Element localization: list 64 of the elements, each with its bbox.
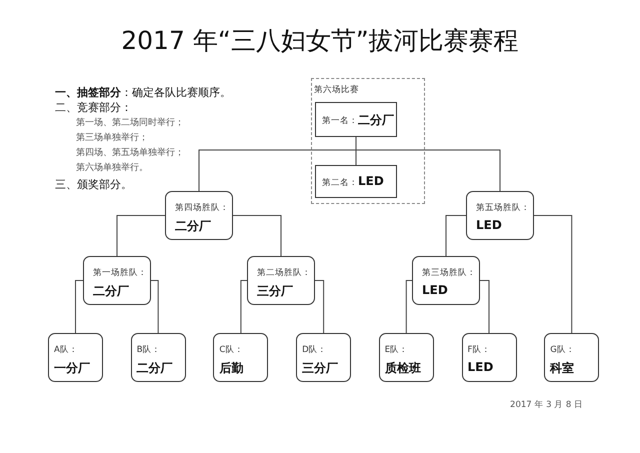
bracket-line <box>406 280 412 334</box>
team-box <box>296 333 352 382</box>
winner-box <box>83 256 151 305</box>
team-box <box>130 333 186 382</box>
team-label: F队： <box>468 344 490 356</box>
team-name: LED <box>468 360 494 374</box>
team-label: D队： <box>302 344 327 356</box>
team-name: LED <box>422 283 448 297</box>
ranking-box <box>315 102 397 137</box>
team-name: 质检班 <box>384 360 421 377</box>
team-box <box>213 333 268 382</box>
winner-label: 第三场胜队： <box>422 267 476 279</box>
team-name: 二分厂 <box>175 218 211 235</box>
team-label: E队： <box>384 344 408 356</box>
winner-box <box>247 256 315 305</box>
winner-label: 第五场胜队： <box>476 202 530 214</box>
bracket-line <box>240 280 248 334</box>
bracket-line <box>356 136 500 192</box>
bracket-line <box>232 215 282 256</box>
team-name: 二分厂 <box>93 283 129 300</box>
winner-label: 第四场胜队： <box>175 202 229 214</box>
rank-label: 第一名： <box>322 114 358 126</box>
bracket-line <box>75 280 84 334</box>
rank-label: 第二名： <box>322 176 358 188</box>
team-label: C队： <box>219 344 244 356</box>
winner-label: 第一场胜队： <box>93 267 147 279</box>
title: 2017 年“三八妇女节”拔河比赛赛程 <box>120 25 520 57</box>
team-name: LED <box>476 218 502 232</box>
bracket-line <box>150 280 159 334</box>
winner-box <box>412 256 480 305</box>
team-name: 一分厂 <box>54 360 90 377</box>
winner-box <box>466 191 534 240</box>
winner-box <box>165 191 233 240</box>
ranking-box <box>315 165 397 198</box>
team-label: G队： <box>550 344 575 356</box>
bracket-line <box>446 215 466 256</box>
team-name: 三分厂 <box>302 360 338 377</box>
team-name: 二分厂 <box>136 360 173 377</box>
section-heading: 二、竞赛部分： <box>55 100 132 115</box>
schedule-note: 第一场、第二场同时举行； <box>76 116 184 129</box>
section-heading: 三、颁奖部分。 <box>55 177 132 192</box>
team-name: 后勤 <box>219 360 244 377</box>
schedule-note: 第六场单独举行。 <box>76 162 148 174</box>
team-box <box>378 333 434 382</box>
team-label: B队： <box>136 344 161 356</box>
team-name: LED <box>358 174 384 188</box>
team-name: 二分厂 <box>358 112 394 128</box>
match-frame <box>311 78 425 204</box>
team-name: 三分厂 <box>257 283 293 300</box>
schedule-note: 第四场、第五场单独举行； <box>76 146 184 159</box>
team-name: 科室 <box>550 360 574 377</box>
date-note: 2017 年 3 月 8 日 <box>510 399 583 411</box>
team-box <box>544 333 600 382</box>
team-box <box>462 333 516 382</box>
match-heading: 第六场比赛 <box>314 84 359 96</box>
schedule-note: 第三场单独举行； <box>76 132 148 144</box>
section-heading: 一、抽签部分：确定各队比赛顺序。 <box>55 85 231 100</box>
bracket-line <box>480 280 490 334</box>
team-label: A队： <box>54 344 78 356</box>
bracket-line <box>116 215 166 256</box>
winner-label: 第二场胜队： <box>257 267 311 279</box>
bracket-line <box>534 215 572 334</box>
team-box <box>48 333 103 382</box>
bracket-line <box>314 280 324 334</box>
